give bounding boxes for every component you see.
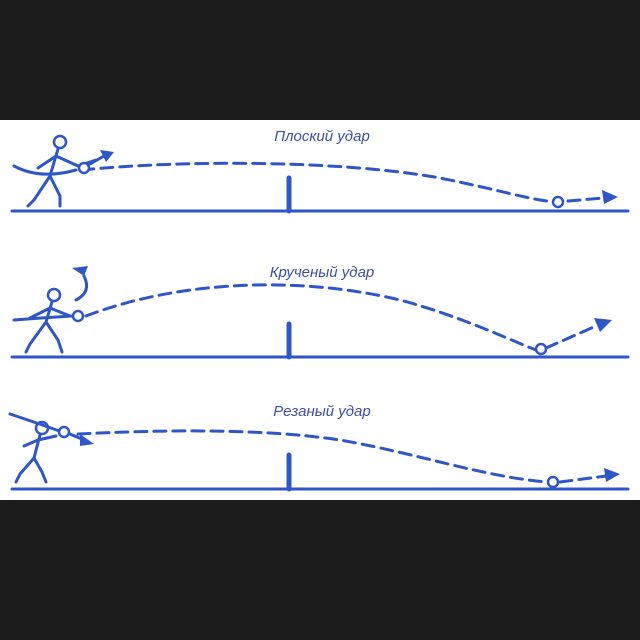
ball: [59, 427, 69, 437]
ball: [548, 477, 558, 487]
figure-head: [48, 289, 60, 301]
ball: [536, 344, 546, 354]
ball: [79, 163, 89, 173]
diagram-title: Крученый удар: [270, 264, 375, 281]
ball: [553, 197, 563, 207]
diagram-panel: [0, 120, 640, 500]
figure-head: [54, 136, 66, 148]
diagram-title: Резаный удар: [273, 403, 370, 420]
ball: [73, 311, 83, 321]
diagram-title: Плоский удар: [274, 128, 370, 145]
